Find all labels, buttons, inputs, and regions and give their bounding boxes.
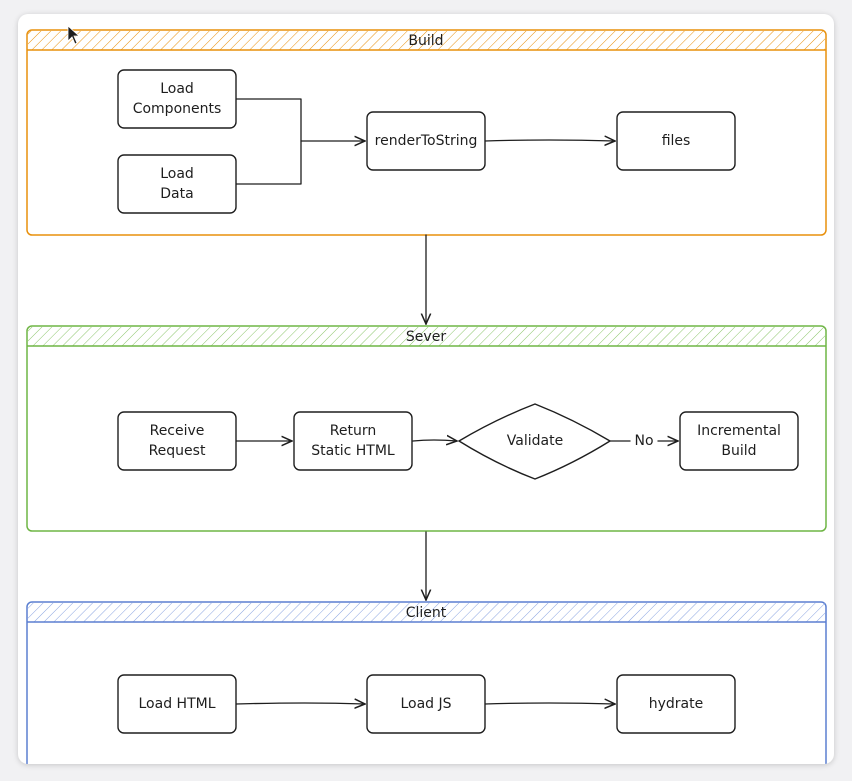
swimlane-build-header — [28, 31, 825, 50]
node-hydrate-label: hydrate — [649, 696, 703, 712]
node-receive-request[interactable]: Receive Request — [117, 411, 237, 471]
node-load-components-line2: Components — [133, 101, 222, 117]
node-load-data[interactable]: Load Data — [117, 154, 237, 214]
node-load-html-label: Load HTML — [139, 696, 216, 712]
swimlane-server-title: Sever — [406, 329, 446, 345]
node-load-data-line1: Load — [160, 166, 194, 182]
node-render-to-string[interactable]: renderToString — [366, 111, 486, 171]
node-files-label: files — [662, 133, 691, 149]
mouse-cursor-icon — [67, 25, 81, 45]
node-return-static-html-line1: Return — [330, 423, 376, 439]
node-hydrate[interactable]: hydrate — [616, 674, 736, 734]
node-incremental-build-line2: Build — [721, 443, 756, 459]
node-receive-request-line2: Request — [149, 443, 206, 459]
node-receive-request-line1: Receive — [150, 423, 205, 439]
node-incremental-build-line1: Incremental — [697, 423, 781, 439]
node-load-html[interactable]: Load HTML — [117, 674, 237, 734]
node-load-js-label: Load JS — [400, 696, 451, 712]
node-return-static-html[interactable]: Return Static HTML — [293, 411, 413, 471]
node-validate[interactable]: Validate — [457, 403, 612, 480]
edge-render-to-files — [484, 140, 615, 141]
edge-loadjs-to-hydrate — [484, 703, 615, 704]
node-load-components[interactable]: Load Components — [117, 69, 237, 129]
node-render-to-string-label: renderToString — [375, 133, 478, 149]
node-incremental-build[interactable]: Incremental Build — [679, 411, 799, 471]
swimlane-server-frame — [26, 325, 827, 532]
edge-return-to-validate — [412, 440, 457, 441]
diagram-canvas: Build Sever Client No — [18, 14, 834, 764]
swimlane-server-header — [28, 327, 825, 346]
node-validate-label: Validate — [507, 433, 563, 449]
swimlane-client-header — [28, 603, 825, 622]
swimlane-server: Sever — [26, 325, 827, 532]
node-load-data-line2: Data — [160, 186, 193, 202]
swimlane-build-title: Build — [408, 33, 443, 49]
edge-label-no: No — [634, 433, 653, 449]
swimlane-client-title: Client — [406, 605, 447, 621]
edge-loadhtml-to-loadjs — [235, 703, 365, 704]
edges — [235, 98, 678, 704]
node-files[interactable]: files — [616, 111, 736, 171]
node-return-static-html-line2: Static HTML — [311, 443, 395, 459]
flowchart: Build Sever Client No — [26, 25, 827, 764]
node-load-components-line1: Load — [160, 81, 194, 97]
node-load-js[interactable]: Load JS — [366, 674, 486, 734]
